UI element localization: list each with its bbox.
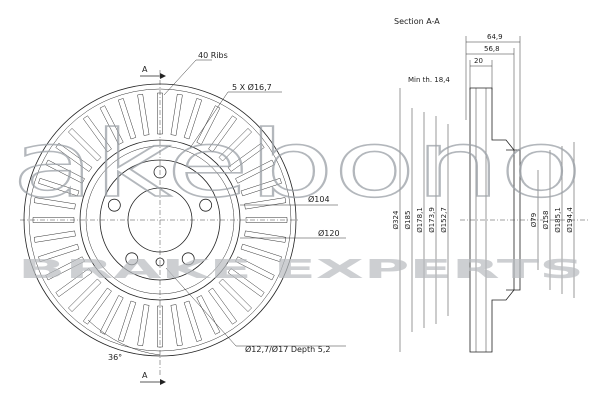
rib-slot bbox=[99, 105, 124, 145]
section-marker-top-text: A bbox=[142, 65, 148, 74]
disc-section-view: Section A-A 64,9 56,8 20 Min th. 18,4 Ø3… bbox=[392, 17, 590, 353]
rib-slot bbox=[117, 300, 137, 342]
bolt-holes bbox=[107, 165, 213, 267]
rib-slot bbox=[183, 98, 203, 140]
rib-slot bbox=[157, 305, 163, 348]
rib-slot bbox=[170, 304, 183, 347]
rib-slot bbox=[82, 287, 112, 325]
depth-leader bbox=[165, 267, 237, 347]
watermark: akebono BRAKE EXPERTS bbox=[11, 110, 584, 285]
section-marker-bottom: A bbox=[140, 371, 166, 385]
rib-slot bbox=[196, 295, 221, 335]
rib-slot bbox=[157, 92, 163, 135]
watermark-tagline: BRAKE EXPERTS bbox=[18, 255, 584, 285]
bolt-hole bbox=[125, 252, 139, 266]
center-bore bbox=[127, 187, 193, 253]
rib-slot bbox=[208, 287, 238, 325]
vertical-dim-label: Ø79 bbox=[530, 213, 538, 227]
dim-56-8: 56,8 bbox=[484, 45, 500, 53]
rib-slot bbox=[196, 105, 221, 145]
vertical-dim-label: Ø194,4 bbox=[566, 207, 574, 233]
rib-slot bbox=[68, 128, 102, 162]
rib-slot bbox=[244, 230, 287, 243]
vertical-dim-label: Ø185,1 bbox=[554, 207, 562, 233]
vertical-dim-label: Ø158 bbox=[542, 211, 550, 230]
pcd-circle bbox=[99, 159, 221, 281]
rib-slot bbox=[183, 300, 203, 342]
watermark-brand: akebono bbox=[12, 111, 582, 218]
section-title: Section A-A bbox=[394, 17, 440, 26]
rib-slot bbox=[235, 256, 275, 281]
rib-slot bbox=[240, 243, 282, 263]
section-marker-bottom-text: A bbox=[142, 371, 148, 380]
rib-slot bbox=[227, 142, 265, 172]
vertical-dim-label: Ø178,1 bbox=[416, 207, 424, 233]
rib-slot bbox=[137, 93, 150, 136]
bolt-hole bbox=[199, 198, 213, 212]
rib-slot bbox=[38, 243, 80, 263]
vertical-dim-label: Ø324 bbox=[392, 210, 400, 229]
min-thickness-label: Min th. 18,4 bbox=[408, 76, 450, 84]
rib-slot bbox=[208, 115, 238, 153]
rib-slot bbox=[45, 159, 85, 184]
rib-slot bbox=[240, 177, 282, 197]
dim-20: 20 bbox=[474, 57, 483, 65]
disc-outer-inner-edge bbox=[28, 88, 292, 352]
angle-arc bbox=[87, 319, 161, 356]
rib-slot bbox=[235, 159, 275, 184]
ventilation-ribs bbox=[32, 92, 288, 348]
bolt-hole bbox=[107, 198, 121, 212]
rib-slot bbox=[38, 177, 80, 197]
rib-slot bbox=[137, 304, 150, 347]
dim-64-9: 64,9 bbox=[487, 33, 503, 41]
hat-inner-circle bbox=[85, 145, 235, 295]
rib-slot bbox=[68, 278, 102, 312]
rib-slot bbox=[170, 93, 183, 136]
vertical-dim-label: Ø185 bbox=[404, 211, 412, 230]
locating-hole bbox=[155, 257, 165, 267]
ribs-label: 40 Ribs bbox=[198, 51, 228, 60]
rib-slot bbox=[99, 295, 124, 335]
rib-slot bbox=[227, 268, 265, 298]
rib-slot bbox=[55, 142, 93, 172]
rib-slot bbox=[55, 268, 93, 298]
vertical-dim-label: Ø152,7 bbox=[440, 207, 448, 233]
rib-slot bbox=[33, 230, 76, 243]
angle-label: 36° bbox=[108, 353, 122, 362]
ribs-leader bbox=[163, 59, 197, 96]
hat-outer-circle bbox=[79, 139, 241, 301]
section-marker-top: A bbox=[140, 65, 166, 79]
vertical-dimensions: Ø324 Ø185 Ø178,1 Ø173,9 Ø152,7 Ø79 Ø158 Ø185,1 Ø… bbox=[392, 88, 575, 352]
disc-outer-edge bbox=[23, 83, 297, 357]
vertical-dim-label: Ø173,9 bbox=[428, 207, 436, 233]
d104-label: Ø104 bbox=[308, 194, 330, 204]
rib-slot bbox=[245, 217, 288, 223]
section-profile bbox=[460, 87, 590, 353]
rib-slot bbox=[32, 217, 75, 223]
top-dimensions: 64,9 56,8 20 bbox=[465, 33, 521, 150]
disc-front-view: A A 40 Ribs 5 X Ø16,7 Ø104 Ø120 36° bbox=[20, 51, 346, 385]
rib-slot bbox=[45, 256, 85, 281]
rib-slot bbox=[82, 115, 112, 153]
rib-slot bbox=[218, 128, 252, 162]
bolt-hole bbox=[181, 252, 195, 266]
rib-slot bbox=[218, 278, 252, 312]
bolt-hole bbox=[153, 165, 167, 179]
d120-label: Ø120 bbox=[318, 228, 340, 238]
rib-slot bbox=[117, 98, 137, 140]
bolt-label: 5 X Ø16,7 bbox=[232, 82, 272, 92]
bolt-leader bbox=[189, 91, 229, 149]
depth-label: Ø12,7/Ø17 Depth 5,2 bbox=[245, 344, 330, 354]
rib-slot bbox=[33, 197, 76, 210]
